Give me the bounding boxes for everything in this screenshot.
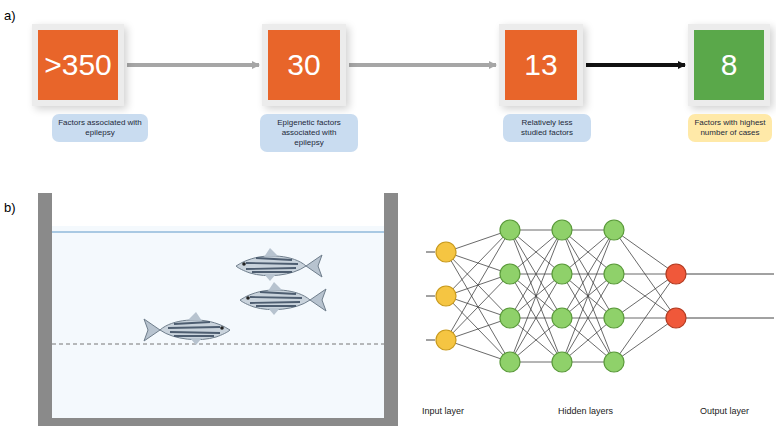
description-box: Factors with highest number of cases bbox=[688, 114, 772, 142]
flow-arrow bbox=[586, 63, 685, 67]
node-text: 30 bbox=[287, 48, 320, 82]
node-text: Relatively less studied factors bbox=[509, 118, 585, 138]
count-box: 13 bbox=[505, 30, 577, 100]
description-box: Relatively less studied factors bbox=[503, 114, 591, 142]
layer-label: Output layer bbox=[700, 406, 749, 416]
node-text: 13 bbox=[524, 48, 557, 82]
node-text: >350 bbox=[44, 48, 112, 82]
count-box: 30 bbox=[268, 30, 340, 100]
count-box: >350 bbox=[38, 30, 118, 100]
flow-arrow bbox=[127, 63, 259, 67]
layer-label: Hidden layers bbox=[558, 406, 613, 416]
flow-arrow bbox=[349, 63, 496, 67]
description-box: Epigenetic factors associated with epile… bbox=[260, 114, 358, 152]
node-text: Factors with highest number of cases bbox=[694, 118, 766, 138]
layer-label: Input layer bbox=[422, 406, 464, 416]
panel-label: b) bbox=[4, 200, 16, 215]
node-text: 8 bbox=[721, 48, 738, 82]
description-box: Factors associated with epilepsy bbox=[52, 114, 148, 142]
node-text: Epigenetic factors associated with epile… bbox=[266, 118, 352, 148]
count-box: 8 bbox=[694, 30, 764, 100]
node-text: Factors associated with epilepsy bbox=[58, 118, 142, 138]
panel-label: a) bbox=[4, 8, 16, 23]
